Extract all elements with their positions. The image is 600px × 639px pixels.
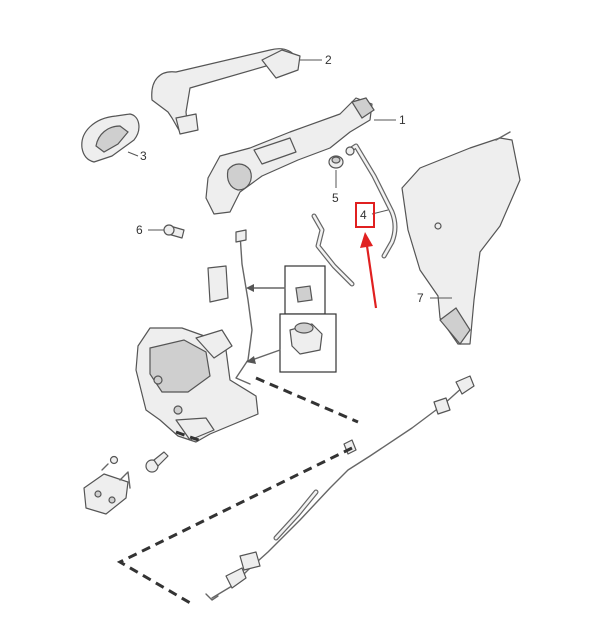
callout-5-label: 5 [332, 191, 339, 205]
callout-2: 2 [300, 53, 332, 67]
striker-screw-small [101, 455, 119, 471]
assembly-dashed-lines [116, 376, 359, 606]
callout-4-label: 4 [360, 208, 367, 222]
callout-4-highlight-box [355, 202, 375, 228]
callout-6-label: 6 [136, 223, 143, 237]
callout-3-label: 3 [140, 149, 147, 163]
callout-1: 1 [374, 113, 406, 127]
callout-2-label: 2 [325, 53, 332, 67]
inner-door-cover [401, 131, 521, 345]
callout-4: 4 [355, 202, 389, 228]
callout-6: 6 [136, 223, 164, 237]
highlight-arrow [360, 232, 378, 309]
handle-carrier-bracket [205, 97, 375, 215]
door-latch-assembly [135, 327, 259, 443]
screw [163, 224, 185, 239]
callout-3: 3 [127, 149, 147, 163]
callout-5: 5 [332, 170, 339, 205]
latch-connecting-rod [207, 229, 253, 385]
clip-detail-inset [246, 265, 326, 315]
operating-rod [345, 143, 398, 259]
striker-screw-large [145, 451, 169, 473]
striker-plate [83, 471, 131, 515]
exterior-door-handle [151, 48, 301, 135]
link-rod [311, 213, 355, 287]
handle-cap [81, 113, 140, 163]
release-cable [205, 375, 475, 601]
callout-1-label: 1 [399, 113, 406, 127]
callout-7: 7 [417, 291, 452, 305]
callout-7-label: 7 [417, 291, 424, 305]
grommet [328, 155, 344, 169]
connector-detail-inset [246, 313, 337, 373]
